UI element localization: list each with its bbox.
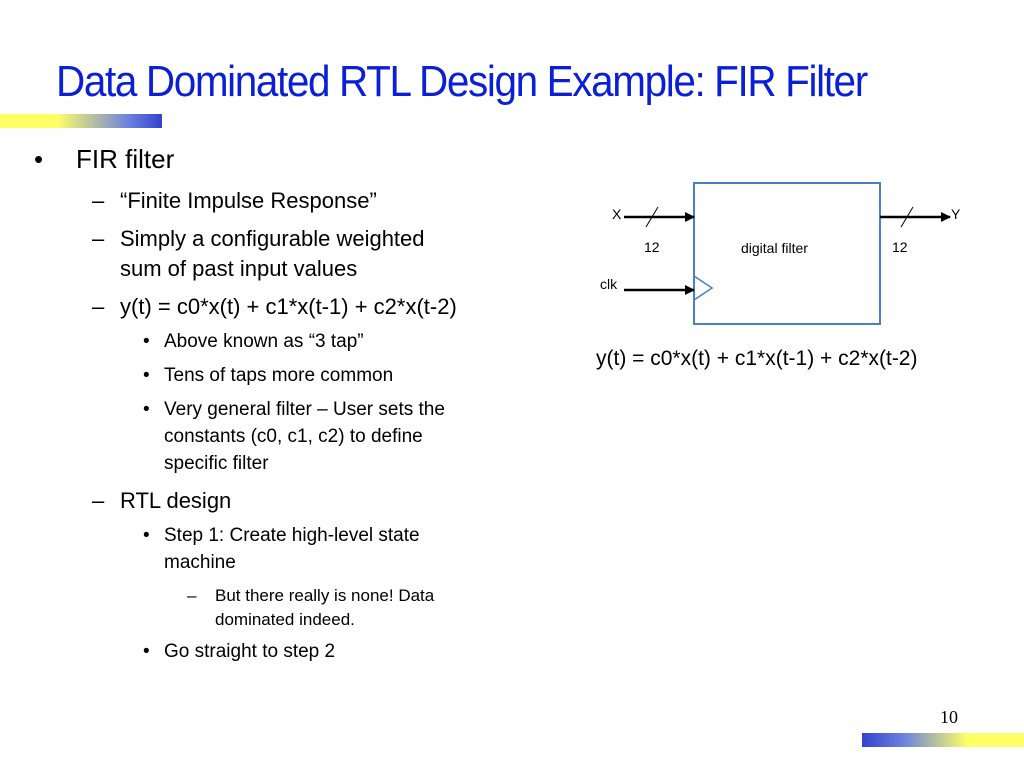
bullet-marker: • bbox=[34, 144, 44, 174]
bullet-fir-filter: FIR filter bbox=[76, 144, 175, 174]
page-number: 10 bbox=[940, 707, 958, 727]
dash-marker: – bbox=[92, 188, 105, 213]
bullet-marker: • bbox=[143, 331, 150, 352]
bullet-three-tap: Above known as “3 tap” bbox=[164, 331, 364, 352]
dash-marker: – bbox=[92, 226, 105, 251]
dash-marker: – bbox=[187, 586, 197, 605]
bullet-weighted-sum-line2: sum of past input values bbox=[120, 256, 358, 281]
bullet-step1-line1: Step 1: Create high-level state bbox=[164, 525, 420, 546]
bullet-weighted-sum-line1: Simply a configurable weighted bbox=[120, 226, 425, 251]
bullet-general-filter-line3: specific filter bbox=[164, 453, 269, 474]
deco-bar-bottom bbox=[862, 733, 1024, 747]
diagram-equation: y(t) = c0*x(t) + c1*x(t-1) + c2*x(t-2) bbox=[596, 347, 918, 370]
fir-filter-diagram: digital filter X 12 Y 12 clk bbox=[600, 182, 961, 325]
dash-marker: – bbox=[92, 488, 105, 513]
bullet-none-line2: dominated indeed. bbox=[215, 610, 355, 629]
bullet-general-filter-line1: Very general filter – User sets the bbox=[164, 399, 445, 420]
filter-block bbox=[693, 182, 881, 325]
bullet-rtl-design: RTL design bbox=[120, 488, 232, 513]
output-width-label: 12 bbox=[892, 239, 908, 255]
bullet-step2: Go straight to step 2 bbox=[164, 641, 336, 662]
input-label: X bbox=[612, 206, 622, 222]
input-width-label: 12 bbox=[644, 239, 660, 255]
output-label: Y bbox=[951, 206, 961, 222]
bullet-marker: • bbox=[143, 399, 150, 420]
bullet-equation: y(t) = c0*x(t) + c1*x(t-1) + c2*x(t-2) bbox=[120, 294, 457, 319]
bullet-none-line1: But there really is none! Data bbox=[215, 586, 435, 605]
deco-bar-top bbox=[0, 114, 162, 128]
filter-block-label: digital filter bbox=[741, 240, 808, 256]
bullet-marker: • bbox=[143, 365, 150, 386]
clock-triangle-icon bbox=[693, 275, 714, 301]
bullet-general-filter-line2: constants (c0, c1, c2) to define bbox=[164, 426, 423, 447]
bullet-step1-line2: machine bbox=[164, 552, 236, 573]
bullet-finite-impulse: “Finite Impulse Response” bbox=[120, 188, 377, 213]
dash-marker: – bbox=[92, 294, 105, 319]
bullet-marker: • bbox=[143, 641, 150, 662]
output-bus-slash bbox=[900, 206, 914, 228]
bullet-marker: • bbox=[143, 525, 150, 546]
clock-label: clk bbox=[600, 276, 618, 292]
input-bus-slash bbox=[645, 206, 659, 228]
bullet-tens-of-taps: Tens of taps more common bbox=[164, 365, 394, 386]
slide-title: Data Dominated RTL Design Example: FIR F… bbox=[56, 57, 868, 106]
